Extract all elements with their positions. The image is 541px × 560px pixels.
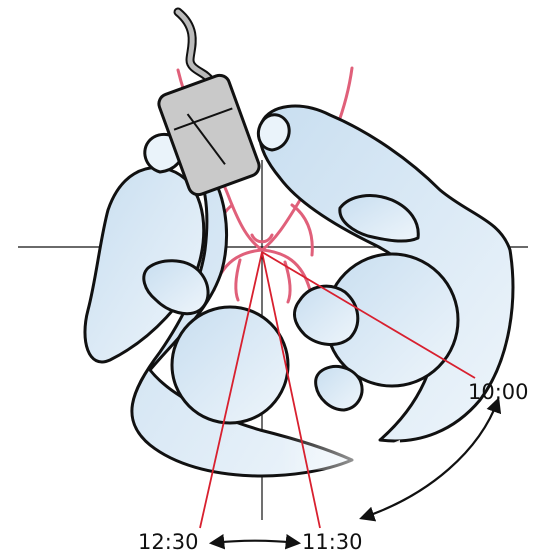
position-label-1000: 10:00 <box>468 380 529 404</box>
double-headed-arrow-bottom-icon <box>212 541 298 543</box>
position-label-1230: 12:30 <box>138 530 199 554</box>
position-label-1130: 11:30 <box>302 530 363 554</box>
